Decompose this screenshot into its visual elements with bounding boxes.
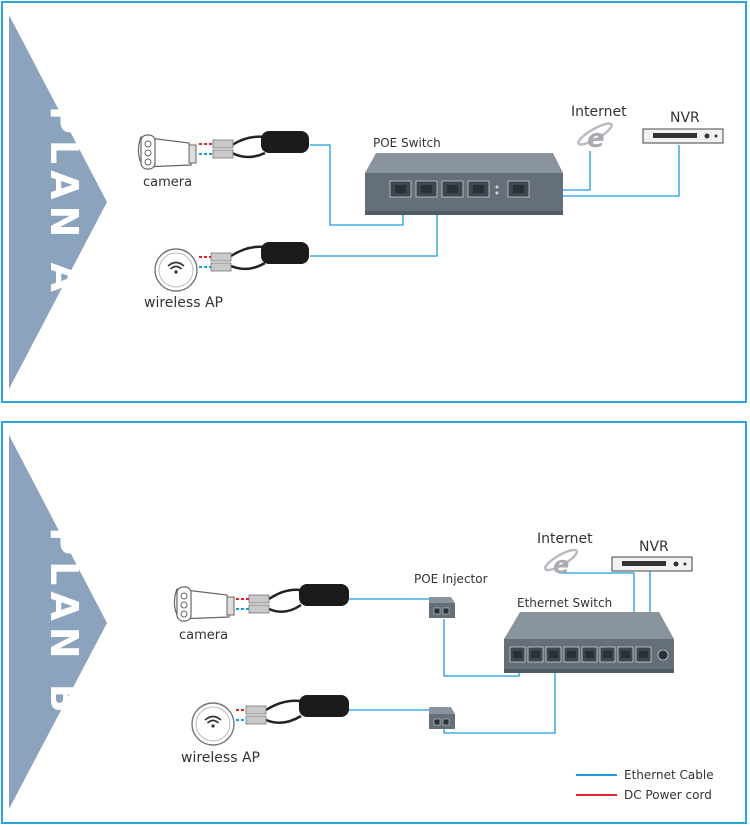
svg-text:e: e <box>587 124 605 154</box>
cable-injector-to-switch-2 <box>443 661 556 734</box>
cable-ap-to-switch <box>310 196 438 257</box>
poe-switch-label: POE Switch <box>373 136 441 150</box>
plan-b-title: PLAN B <box>42 527 86 718</box>
internet-icon: e <box>577 122 613 154</box>
poe-injector-2 <box>429 707 455 729</box>
nvr-label-a: NVR <box>670 110 700 126</box>
legend-power-label: DC Power cord <box>624 788 712 802</box>
plan-a-title: PLAN A <box>42 106 86 298</box>
internet-label-b: Internet <box>537 531 593 547</box>
nvr-icon <box>642 128 724 144</box>
internet-icon-b: e <box>543 548 579 579</box>
camera-label-a: camera <box>143 175 192 190</box>
poe-splitter-ap-a <box>199 242 309 272</box>
plan-b-svg: PLAN B <box>9 435 714 809</box>
nvr-icon-b <box>611 556 693 572</box>
cable-switch-to-nvr <box>524 145 680 197</box>
plan-b-arrow <box>9 435 107 809</box>
poe-injector-1 <box>429 597 455 618</box>
legend-ethernet-label: Ethernet Cable <box>624 768 714 782</box>
ethernet-switch-label: Ethernet Switch <box>517 596 612 610</box>
ethernet-switch <box>504 612 674 673</box>
cable-camera-to-switch <box>310 144 404 226</box>
plan-a-panel: PLAN A <box>1 1 747 403</box>
plan-a-svg: PLAN A <box>9 15 724 389</box>
poe-splitter-camera-a <box>199 131 309 159</box>
wireless-ap-icon-b <box>191 702 235 746</box>
ap-label-b: wireless AP <box>181 750 260 766</box>
cable-camera-to-injector <box>349 598 434 603</box>
svg-text:e: e <box>553 551 569 579</box>
poe-splitter-ap-b <box>236 695 349 725</box>
internet-label-a: Internet <box>571 104 627 120</box>
nvr-label-b: NVR <box>639 539 669 555</box>
poe-switch <box>365 153 563 215</box>
ap-label-a: wireless AP <box>144 295 223 311</box>
legend: Ethernet Cable DC Power cord <box>576 768 714 802</box>
poe-splitter-camera-b <box>236 584 349 614</box>
cable-ap-to-injector <box>349 709 434 715</box>
plan-a-arrow <box>9 15 107 389</box>
poe-injector-label: POE Injector <box>414 572 488 586</box>
camera-icon-a <box>137 134 197 170</box>
camera-icon-b <box>173 586 235 622</box>
camera-label-b: camera <box>179 628 228 643</box>
wireless-ap-icon-a <box>154 248 198 292</box>
plan-b-panel: PLAN B <box>1 421 747 824</box>
